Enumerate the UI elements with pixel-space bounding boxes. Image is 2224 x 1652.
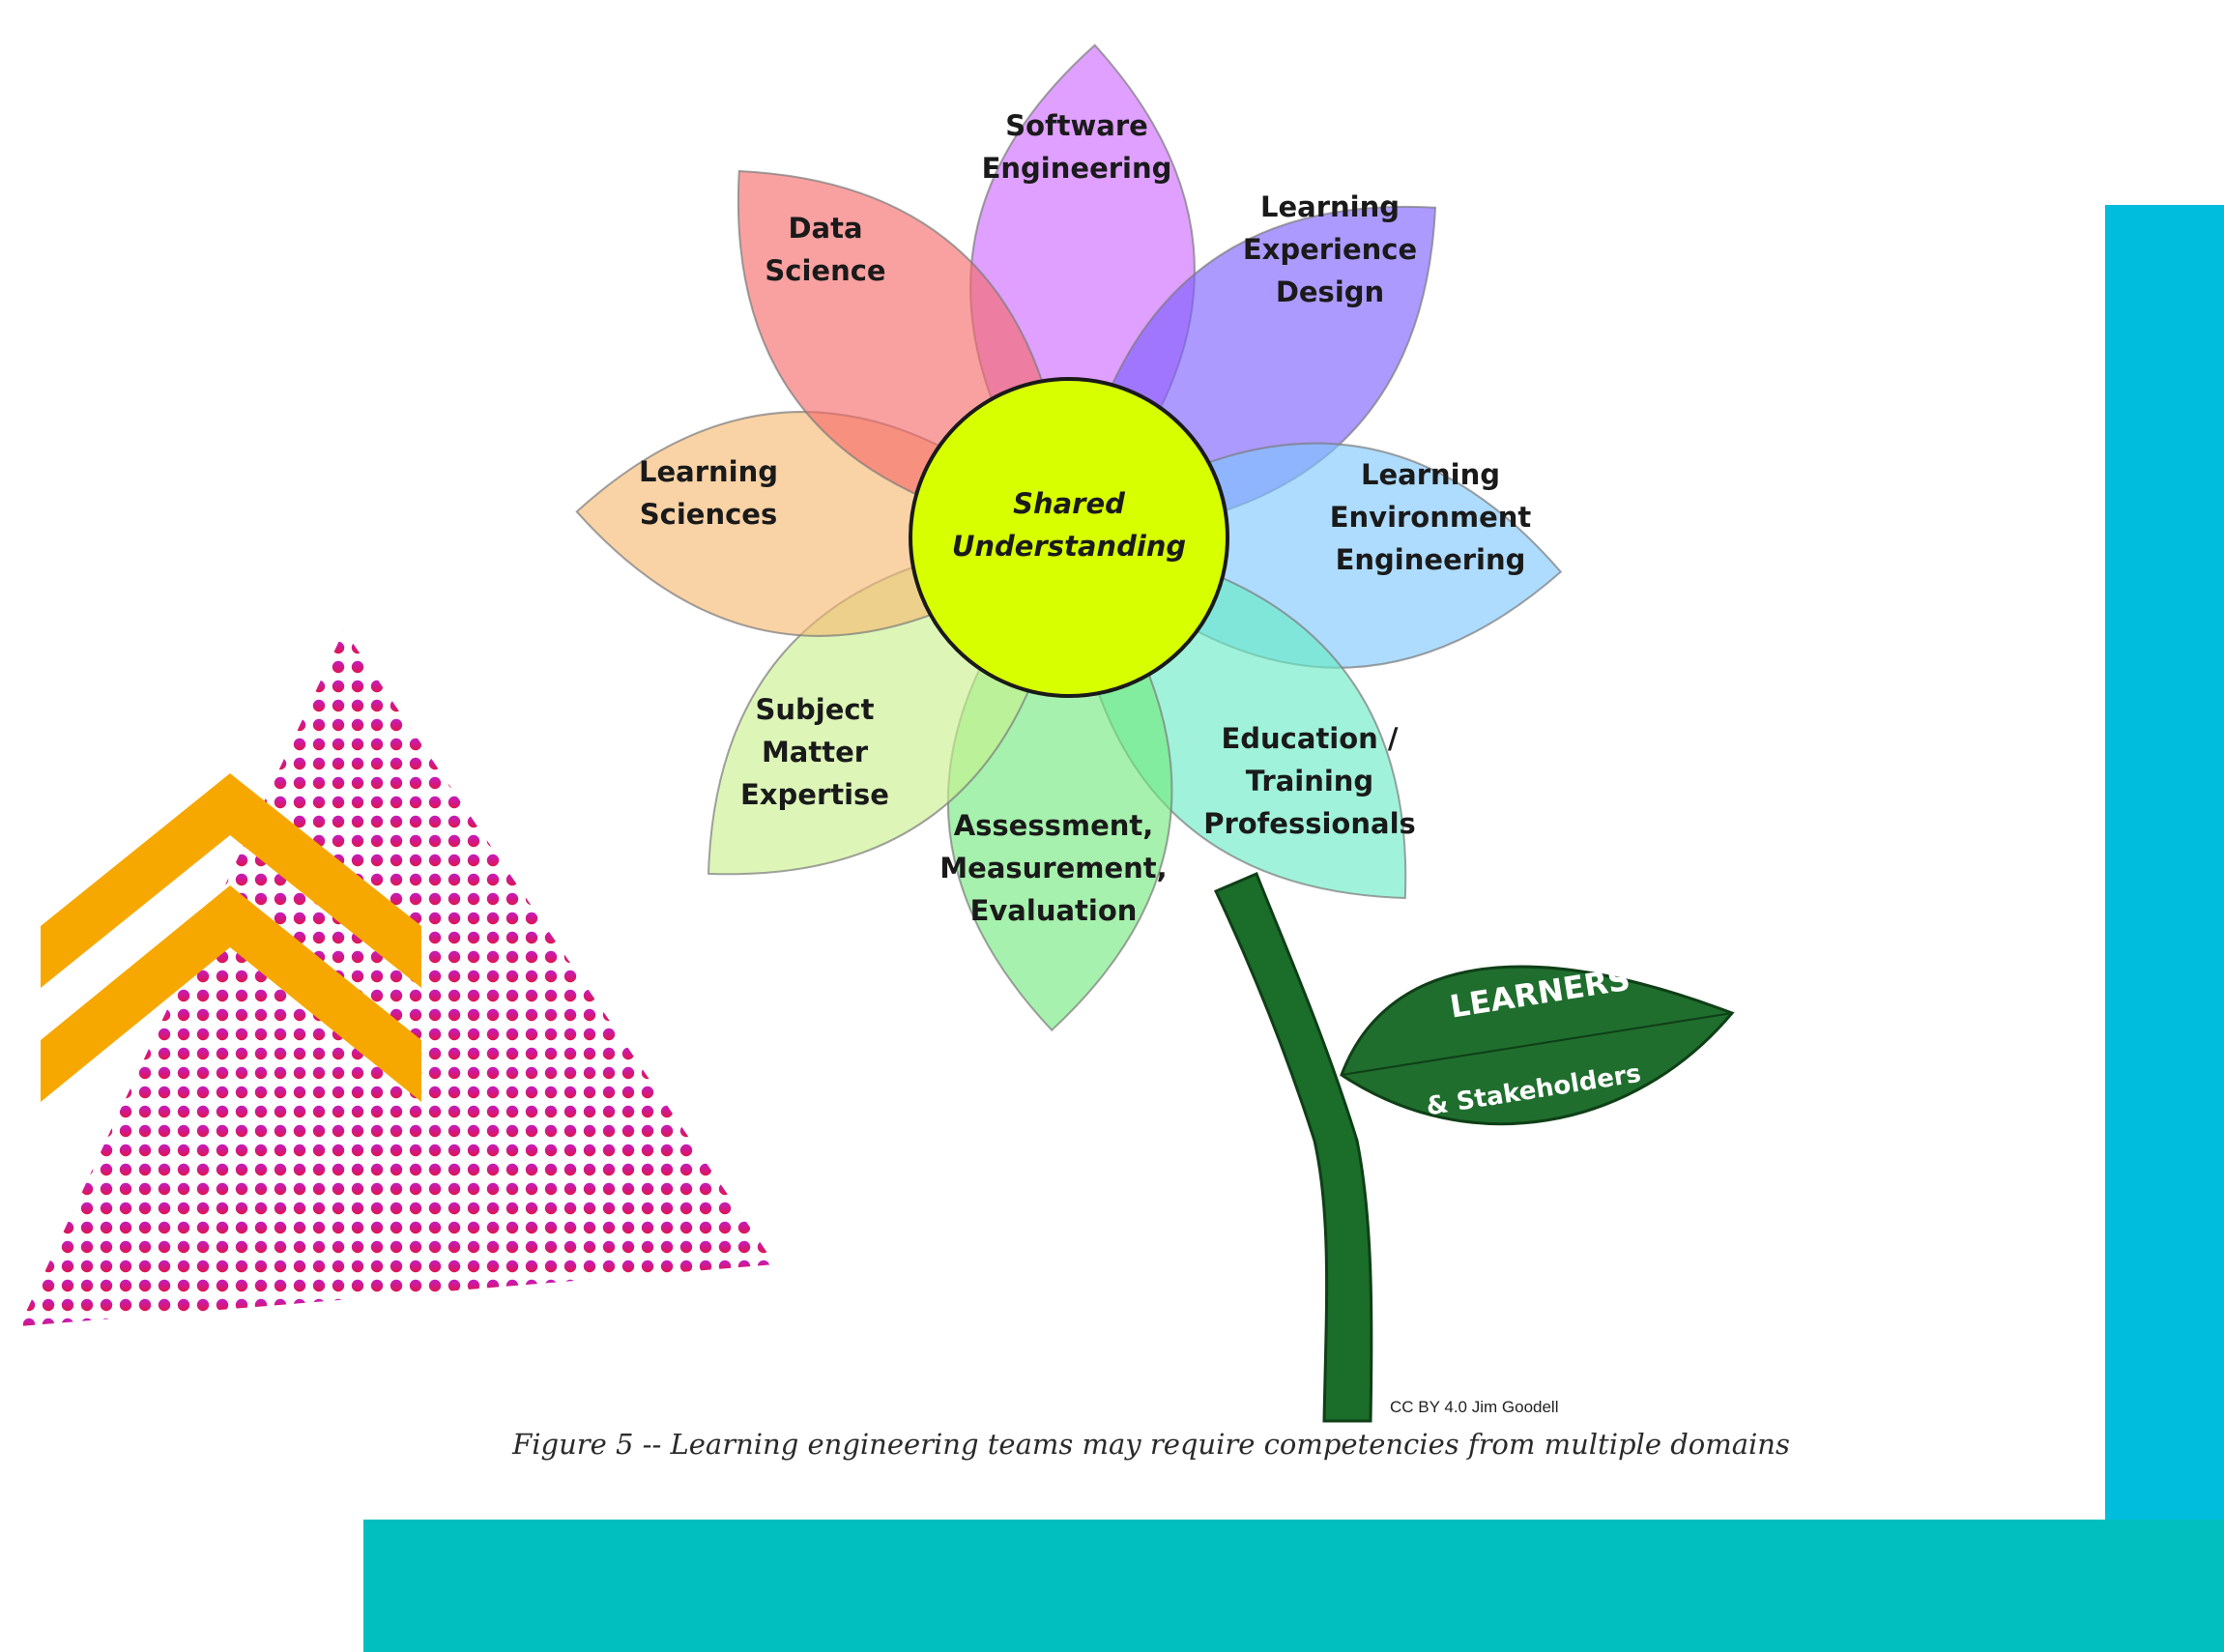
chevron-decoration [41,773,421,1102]
center-disc: Shared Understanding [909,377,1229,698]
petal-label-assessment-measurement-evaluation: Assessment, Measurement, Evaluation [939,809,1167,927]
petal-label-line: Science [765,254,885,287]
petal-label-line: Design [1276,275,1384,308]
petal-label-line: Learning [1260,190,1400,223]
petal-label-line: Learning [1361,458,1500,491]
petal-label-line: Sciences [640,498,777,531]
teal-band [363,1520,2224,1652]
petal-label-line: Education / [1221,722,1398,755]
petal-label-line: Measurement, [939,852,1167,884]
petal-label-line: Evaluation [970,894,1138,927]
petal-label-line: Subject [756,693,875,726]
petal-label-line: Software [1005,109,1148,142]
petal-label-line: Assessment, [954,809,1154,842]
petal-label-line: Expertise [740,778,889,811]
center-label-line1: Shared [1013,487,1125,520]
dotted-triangle [19,630,775,1326]
petal-label-line: Environment [1330,501,1532,534]
figure-caption: Figure 5 -- Learning engineering teams m… [511,1428,1790,1461]
petal-label-line: Engineering [982,152,1172,185]
petal-label-line: Matter [762,736,869,768]
petal-label-line: Training [1246,765,1373,797]
petal-label-line: Data [788,212,862,245]
petal-label-line: Learning [639,455,778,488]
center-label-line2: Understanding [952,530,1186,563]
credit-text: CC BY 4.0 Jim Goodell [1390,1398,1558,1416]
learners-leaf: LEARNERS & Stakeholders [1340,961,1735,1126]
cyan-panel [2105,205,2224,1652]
flower-stem [1213,872,1373,1423]
petal-label-line: Professionals [1203,807,1416,840]
petal-label-line: Experience [1243,233,1417,266]
petal-label-line: Engineering [1336,543,1526,576]
